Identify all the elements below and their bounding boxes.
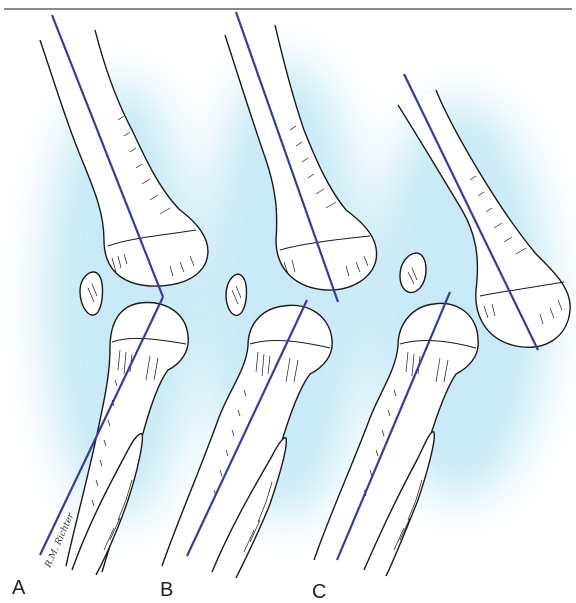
panel-label-a: A <box>12 578 25 598</box>
panel-label-c: C <box>312 582 326 602</box>
panel-label-b: B <box>160 580 173 600</box>
panel-b-patella <box>226 274 247 315</box>
